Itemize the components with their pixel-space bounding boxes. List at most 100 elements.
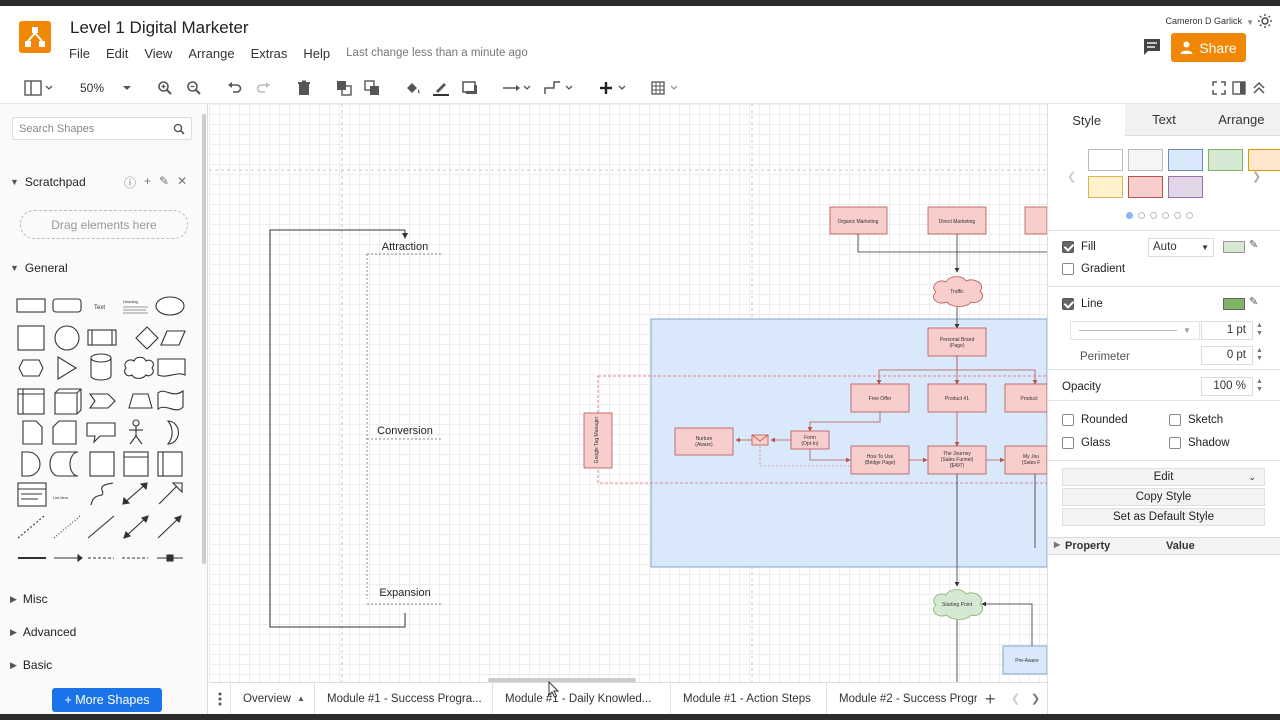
attraction-label[interactable]: Attraction [382, 241, 428, 253]
insert-icon[interactable] [598, 78, 630, 98]
node-form[interactable]: Form [804, 435, 816, 441]
stepper-icon[interactable]: ▲▼ [1256, 322, 1263, 337]
menu-view[interactable]: View [144, 46, 173, 61]
node-how-to-use[interactable]: How To Use [867, 454, 894, 460]
swatch-blue[interactable] [1168, 149, 1203, 171]
zoom-out-icon[interactable] [186, 78, 202, 98]
collapse-icon[interactable] [1252, 78, 1266, 98]
redo-icon[interactable] [256, 78, 272, 98]
swatch-yellow[interactable] [1088, 176, 1123, 198]
node-personal-brand[interactable]: Personal Brand [940, 337, 975, 343]
swatch-gray[interactable] [1128, 149, 1163, 171]
fill-color-icon[interactable] [404, 78, 422, 98]
swatch-orange[interactable] [1248, 149, 1280, 171]
basic-header[interactable]: ▶ Basic [10, 658, 52, 672]
set-default-style-button[interactable]: Set as Default Style [1062, 508, 1265, 526]
node-direct-marketing[interactable]: Direct Marketing [939, 219, 976, 225]
page-dot[interactable] [1138, 212, 1145, 219]
line-color-icon[interactable] [432, 78, 450, 98]
pages-menu-icon[interactable] [209, 682, 231, 714]
edit-style-button[interactable]: Edit ⌄ [1062, 468, 1265, 486]
line-width-input[interactable]: 1 pt [1201, 321, 1253, 340]
tab-text[interactable]: Text [1125, 104, 1203, 136]
stepper-icon[interactable]: ▲▼ [1256, 378, 1263, 393]
page-tab[interactable]: Module #1 - Daily Knowled... [493, 682, 671, 714]
general-header[interactable]: ▼ General [10, 261, 68, 275]
edit-icon[interactable]: ✎ [159, 174, 170, 188]
stepper-icon[interactable]: ▲▼ [1256, 347, 1263, 362]
edit-line-icon[interactable]: ✎ [1249, 296, 1259, 308]
scratchpad-header[interactable]: ▼ Scratchpad [10, 175, 86, 189]
table-icon[interactable] [651, 78, 683, 98]
fill-checkbox[interactable] [1062, 241, 1074, 253]
advanced-header[interactable]: ▶ Advanced [10, 625, 76, 639]
undo-icon[interactable] [226, 78, 242, 98]
swatch-white[interactable] [1088, 149, 1123, 171]
node-google-tag-manager[interactable]: Google Tag Manager [594, 416, 600, 463]
line-color-swatch[interactable] [1223, 298, 1245, 310]
sidebar-scrollbar[interactable] [202, 114, 206, 564]
misc-header[interactable]: ▶ Misc [10, 592, 48, 606]
page-tab[interactable]: Module #2 - Success Progr... [839, 692, 977, 705]
chevron-up-icon[interactable]: ▲ [296, 694, 305, 703]
gradient-checkbox[interactable] [1062, 263, 1074, 275]
search-icon[interactable] [173, 123, 185, 138]
tab-style[interactable]: Style [1048, 104, 1126, 136]
line-pattern-select[interactable]: ▼ [1070, 321, 1200, 340]
to-front-icon[interactable] [336, 78, 352, 98]
node-free-offer[interactable]: Free Offer [869, 396, 892, 402]
scratchpad-dropzone[interactable]: Drag elements here [20, 210, 188, 239]
panel-toggle-icon[interactable] [1232, 78, 1246, 98]
save-status[interactable]: Last change less than a minute ago [346, 47, 528, 59]
perimeter-input[interactable]: 0 pt [1201, 346, 1253, 365]
close-icon[interactable]: ✕ [177, 174, 188, 188]
node-pre-aware[interactable]: Pre-Aware [1015, 658, 1039, 664]
menu-edit[interactable]: Edit [105, 46, 129, 61]
more-shapes-button[interactable]: + More Shapes [52, 688, 162, 712]
property-table-header[interactable]: ▶ Property Value [1048, 537, 1280, 555]
page-tab[interactable]: Module #1 - Success Progra... [315, 682, 493, 714]
menu-file[interactable]: File [69, 46, 90, 61]
page-dot[interactable] [1162, 212, 1169, 219]
theme-toggle-icon[interactable] [1258, 14, 1272, 33]
line-checkbox[interactable] [1062, 298, 1074, 310]
page-dot[interactable] [1150, 212, 1157, 219]
page-tab[interactable]: Module #1 - Action Steps [671, 682, 827, 714]
swatch-purple[interactable] [1168, 176, 1203, 198]
node-product-1[interactable]: Product #1 [945, 396, 969, 402]
share-button[interactable]: Share [1171, 33, 1246, 62]
search-shapes-input[interactable]: Search Shapes [12, 117, 192, 140]
diagram-canvas[interactable]: Attraction Conversion Expansion Organic … [209, 104, 1047, 682]
document-title[interactable]: Level 1 Digital Marketer [70, 18, 249, 37]
zoom-in-icon[interactable] [157, 78, 173, 98]
shadow-checkbox[interactable] [1169, 437, 1181, 449]
menu-arrange[interactable]: Arrange [188, 46, 235, 61]
user-name[interactable]: Cameron D Garlick [1165, 16, 1242, 26]
fill-color-swatch[interactable] [1223, 241, 1245, 253]
add-page-icon[interactable]: + [985, 689, 996, 709]
general-shapes-palette[interactable]: Text Heading List Item [10, 290, 200, 570]
node-my-journey[interactable]: My Jou [1023, 454, 1039, 460]
page-tab-overview[interactable]: Overview ▲ [231, 682, 315, 714]
chevron-right-icon[interactable]: ❯ [1252, 171, 1262, 183]
chevron-left-icon[interactable]: ❮ [1011, 693, 1021, 705]
page-dot[interactable] [1174, 212, 1181, 219]
rounded-checkbox[interactable] [1062, 414, 1074, 426]
menu-help[interactable]: Help [303, 46, 331, 61]
to-back-icon[interactable] [364, 78, 380, 98]
shadow-icon[interactable] [462, 78, 478, 98]
copy-style-button[interactable]: Copy Style [1062, 488, 1265, 506]
user-dropdown-icon[interactable]: ▼ [1246, 18, 1254, 27]
canvas-horizontal-scrollbar[interactable] [488, 678, 636, 682]
tab-arrange[interactable]: Arrange [1202, 104, 1280, 136]
delete-icon[interactable] [296, 78, 312, 98]
node-nurture[interactable]: Nurture [696, 436, 713, 442]
connection-style-icon[interactable] [502, 78, 534, 98]
node-traffic[interactable]: Traffic [950, 289, 964, 295]
node-product[interactable]: Product [1020, 396, 1038, 402]
page-dot[interactable] [1126, 212, 1133, 219]
waypoints-icon[interactable] [544, 78, 576, 98]
node-the-journey[interactable]: The Journey [943, 451, 971, 457]
chevron-left-icon[interactable]: ❮ [1067, 171, 1077, 183]
fullscreen-icon[interactable] [1212, 78, 1226, 98]
